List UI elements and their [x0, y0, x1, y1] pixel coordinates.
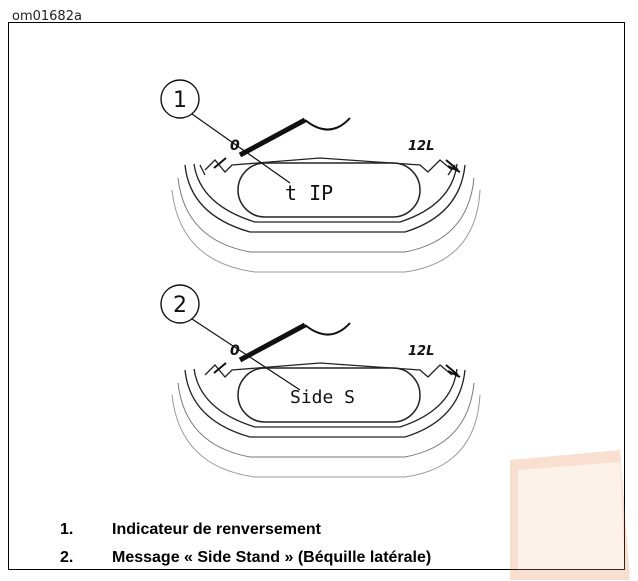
figure-frame — [8, 22, 625, 570]
gear-label-1: 12L — [408, 139, 434, 154]
caption-2-number: 2. — [60, 549, 74, 566]
leader-line-2 — [191, 318, 301, 391]
gear-label-2: 12L — [408, 344, 434, 359]
caption-1: 1. Indicateur de renversement — [60, 521, 321, 539]
caption-2: 2. Message « Side Stand » (Béquille latér… — [60, 549, 431, 567]
display-1-bezel — [171, 157, 481, 273]
caption-2-text: Message « Side Stand » (Béquille latéral… — [112, 549, 432, 566]
turn-arrows-2 — [213, 362, 461, 378]
callout-1-label: 1 — [173, 88, 187, 113]
watermark-logo — [470, 380, 638, 581]
scale-zero-1: 0 — [230, 138, 240, 154]
turn-arrows-1 — [213, 157, 461, 173]
caption-1-number: 1. — [60, 521, 74, 538]
callout-2 — [160, 284, 200, 324]
caption-1-text: Indicateur de renversement — [112, 521, 321, 538]
figure-id: om01682a — [12, 9, 82, 24]
scale-zero-2: 0 — [230, 343, 240, 359]
callout-2-label: 2 — [173, 293, 187, 318]
needle-1 — [238, 117, 307, 158]
display-2-text: Side S — [290, 387, 355, 408]
leader-line-1 — [191, 113, 291, 184]
callout-1 — [160, 79, 200, 119]
display-2-bezel — [171, 362, 481, 478]
display-2-screen — [237, 367, 421, 423]
display-1-text: t IP — [285, 181, 333, 205]
needle-2 — [238, 322, 307, 363]
display-1-screen — [237, 162, 421, 218]
